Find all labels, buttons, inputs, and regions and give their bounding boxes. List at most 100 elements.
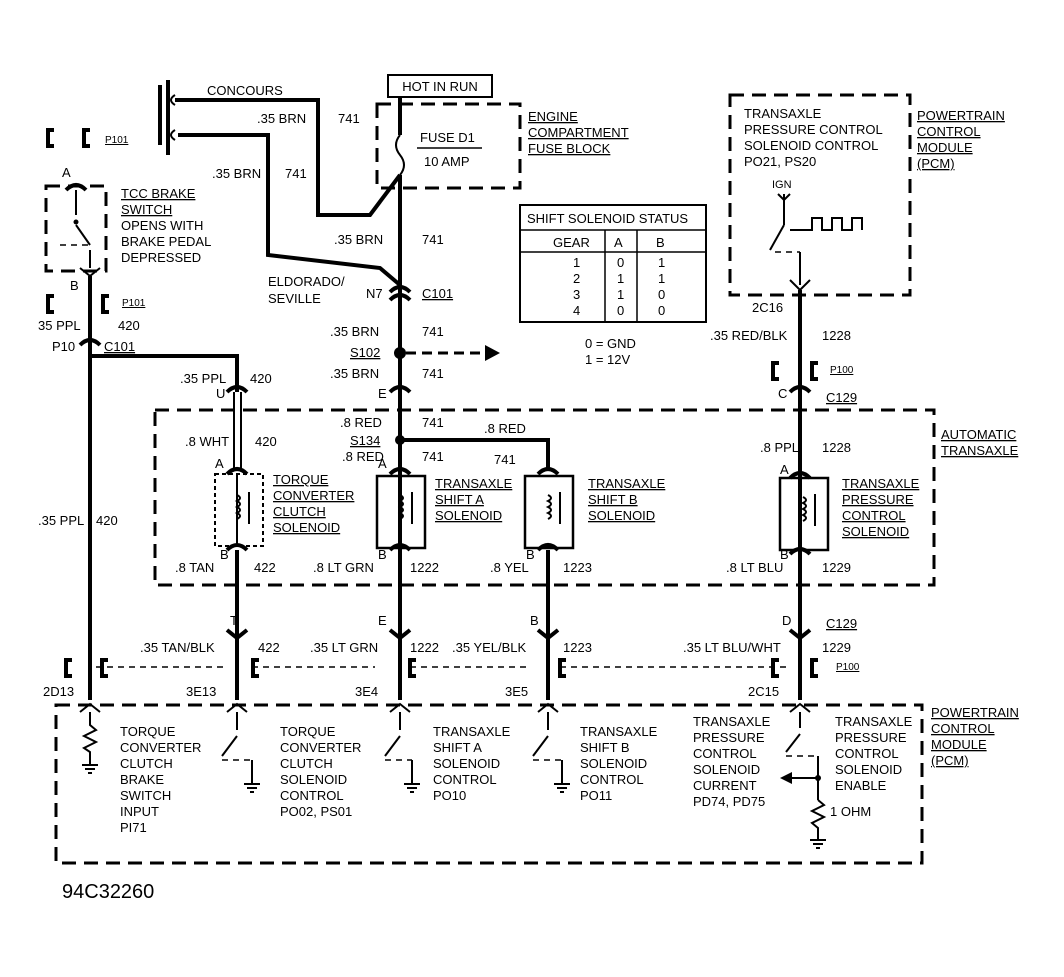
ckt-1229-2: 1229 <box>822 640 851 655</box>
pcm-bottom-title-4: (PCM) <box>931 753 969 768</box>
p101-bracket-2b <box>101 294 109 314</box>
tcc-solenoid-label-3: CLUTCH <box>273 504 326 519</box>
pcm-shift-b-terminal <box>537 702 559 713</box>
wire-label-yel-blk: .35 YEL/BLK <box>452 640 527 655</box>
shift-a-label-1: TRANSAXLE <box>435 476 513 491</box>
table-cell: 1 <box>658 271 665 286</box>
wire-label-brn-1: .35 BRN <box>257 111 306 126</box>
table-cell: 1 <box>617 271 624 286</box>
p101-bracket-2 <box>46 294 54 314</box>
s134-label: S134 <box>350 433 380 448</box>
wire-741-shift-b <box>400 438 550 470</box>
wire-label-red-blk: .35 RED/BLK <box>710 328 788 343</box>
table-cell: 1 <box>573 255 580 270</box>
table-legend-gnd: 0 = GND <box>585 336 636 351</box>
pcm-bottom-box <box>54 703 924 865</box>
wire-label-lt-blu-wht: .35 LT BLU/WHT <box>683 640 781 655</box>
pcm-pcs-current-6: PD74, PD75 <box>693 794 765 809</box>
wire-741-eldorado <box>178 133 402 287</box>
pcm-tcc-control-6: PO02, PS01 <box>280 804 352 819</box>
shift-a-coil-icon <box>397 494 404 520</box>
fuse-label: FUSE D1 <box>420 130 475 145</box>
pcm-pcs-current-2: PRESSURE <box>693 730 765 745</box>
tcc-solenoid-terminal-a <box>225 467 249 476</box>
pcm-shift-a-1: TRANSAXLE <box>433 724 511 739</box>
ign-label: IGN <box>772 179 792 191</box>
p100-bracket-1 <box>771 361 779 381</box>
pcm-top-desc-3: SOLENOID CONTROL <box>744 138 878 153</box>
pcm-tcc-control-1: TORQUE <box>280 724 336 739</box>
c2c16-label: 2C16 <box>752 300 783 315</box>
ckt-741-7: 741 <box>422 449 444 464</box>
table-cell: 0 <box>658 303 665 318</box>
pcm-pcs-current-1: TRANSAXLE <box>693 714 771 729</box>
ckt-420-3: 420 <box>96 513 118 528</box>
tcc-brake-switch-label-5: DEPRESSED <box>121 250 201 265</box>
c101-label-1: C101 <box>422 286 453 301</box>
pcm-tcc-terminal <box>226 702 248 713</box>
pcm-top-desc-1: TRANSAXLE <box>744 106 822 121</box>
table-cell: 0 <box>617 255 624 270</box>
p100-bracket-g <box>810 658 818 678</box>
wire-label-lt-blu: .8 LT BLU <box>726 560 783 575</box>
pcm-brake-input-4: BRAKE <box>120 772 164 787</box>
table-cell: 1 <box>617 287 624 302</box>
wire-label-red-3: .8 RED <box>342 449 384 464</box>
wire-label-red-1: .8 RED <box>340 415 382 430</box>
ckt-741-8: 741 <box>494 452 516 467</box>
pin-u-label: U <box>216 386 225 401</box>
shift-b-terminal-a <box>536 467 560 476</box>
pin-d-label: D <box>782 613 791 628</box>
shift-status-table <box>519 204 707 323</box>
p100-bracket-b <box>100 658 108 678</box>
ckt-1228-1: 1228 <box>822 328 851 343</box>
p100-bracket-c <box>251 658 259 678</box>
ckt-420-1: 420 <box>118 318 140 333</box>
ckt-741-1: 741 <box>338 111 360 126</box>
table-cell: 2 <box>573 271 580 286</box>
ckt-1229-1: 1229 <box>822 560 851 575</box>
c3e4-label: 3E4 <box>355 684 378 699</box>
p101-bracket-1b <box>82 128 90 148</box>
pin-a-pcs: A <box>780 462 789 477</box>
pcm-brake-input-7: PI71 <box>120 820 147 835</box>
hot-in-run-box <box>387 74 493 98</box>
pcm-top-desc-2: PRESSURE CONTROL <box>744 122 883 137</box>
pcm-bottom-title-1: POWERTRAIN <box>931 705 1019 720</box>
ckt-420-4: 420 <box>255 434 277 449</box>
wire-label-brn-5: .35 BRN <box>330 366 379 381</box>
eldorado-label-1: ELDORADO/ <box>268 274 345 289</box>
pin-b-pcs: B <box>780 547 789 562</box>
pcm-pcs-enable-3: CONTROL <box>835 746 899 761</box>
pcm-top-switch <box>769 224 785 251</box>
ckt-1222-2: 1222 <box>410 640 439 655</box>
wire-741-concours <box>175 98 402 217</box>
c3e5-label: 3E5 <box>505 684 528 699</box>
pcs-coil-icon <box>800 496 807 522</box>
shift-table-title: SHIFT SOLENOID STATUS <box>527 211 688 226</box>
wire-label-brn-4: .35 BRN <box>330 324 379 339</box>
pcs-label-3: CONTROL <box>842 508 906 523</box>
n7-label: N7 <box>366 286 383 301</box>
pcm-top-box <box>728 93 912 297</box>
ground-icon-4 <box>554 783 570 793</box>
table-header-a: A <box>614 235 623 250</box>
brake-switch-contact <box>75 224 91 246</box>
fuse-block-title-1: ENGINE <box>528 109 578 124</box>
concours-label: CONCOURS <box>207 83 283 98</box>
figure-id: 94C32260 <box>62 881 154 903</box>
pcm-tcc-control-5: CONTROL <box>280 788 344 803</box>
pcm-brake-input-1: TORQUE <box>120 724 176 739</box>
shift-b-label-2: SHIFT B <box>588 492 638 507</box>
pcm-pcs-enable-2: PRESSURE <box>835 730 907 745</box>
ckt-741-2: 741 <box>285 166 307 181</box>
s102-label: S102 <box>350 345 380 360</box>
shift-b-label-1: TRANSAXLE <box>588 476 666 491</box>
tcc-brake-switch-label-4: BRAKE PEDAL <box>121 234 211 249</box>
p100-label-2: P100 <box>836 662 860 673</box>
wire-label-brn-2: .35 BRN <box>212 166 261 181</box>
pcs-label-1: TRANSAXLE <box>842 476 920 491</box>
concours-terminal-1 <box>170 94 176 106</box>
p100-bracket-d <box>408 658 416 678</box>
pcm-pcs-terminal <box>789 702 811 713</box>
